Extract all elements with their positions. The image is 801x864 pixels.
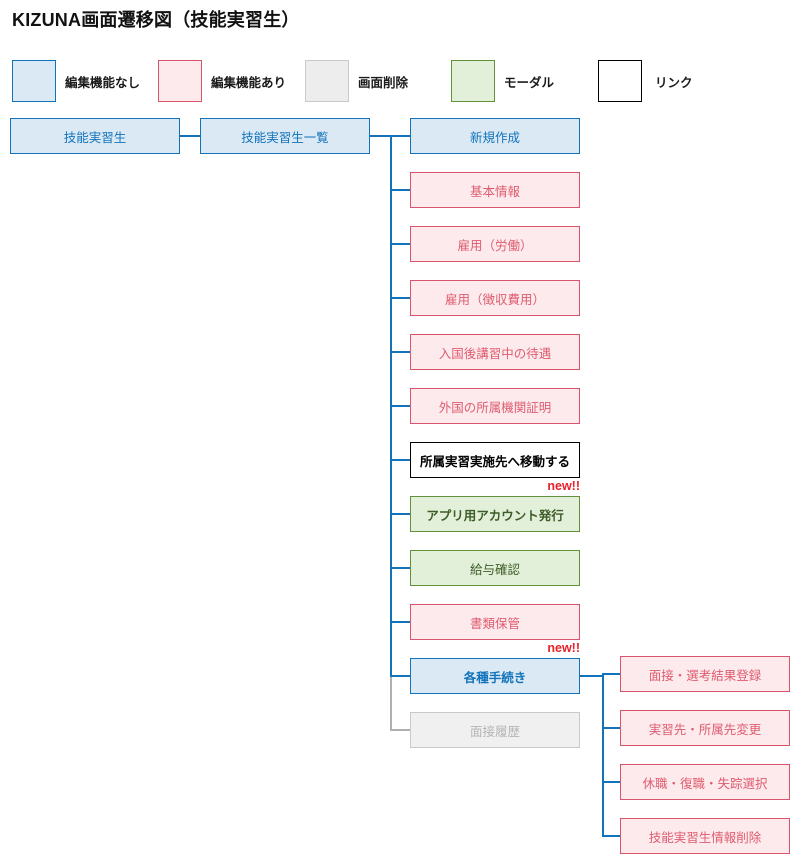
connector-line [602, 727, 620, 729]
connector-line [390, 189, 410, 191]
node-grandchild-1[interactable]: 実習先・所属先変更 [620, 710, 790, 746]
connector-line [580, 675, 604, 677]
node-child-1[interactable]: 基本情報 [410, 172, 580, 208]
color-swatch-icon [305, 60, 349, 102]
node-child-11[interactable]: 面接履歴 [410, 712, 580, 748]
connector-line [390, 675, 392, 731]
connector-line [390, 459, 410, 461]
node-child-7[interactable]: アプリ用アカウント発行 [410, 496, 580, 532]
new-badge: new!! [547, 641, 580, 655]
legend-item-label: モーダル [504, 76, 555, 90]
color-swatch-icon [451, 60, 495, 102]
color-swatch-icon [158, 60, 202, 102]
legend-item-label: 画面削除 [358, 76, 409, 90]
legend-item-label: リンク [655, 76, 693, 90]
connector-line [390, 513, 410, 515]
new-badge: new!! [547, 479, 580, 493]
connector-line [602, 835, 620, 837]
connector-line [390, 621, 410, 623]
node-child-9[interactable]: 書類保管 [410, 604, 580, 640]
connector-line [602, 673, 620, 675]
connector-line [390, 351, 410, 353]
color-swatch-icon [12, 60, 56, 102]
node-root[interactable]: 技能実習生 [10, 118, 180, 154]
node-child-4[interactable]: 入国後講習中の待遇 [410, 334, 580, 370]
legend-item-label: 編集機能あり [211, 76, 287, 90]
node-child-0[interactable]: 新規作成 [410, 118, 580, 154]
node-child-10[interactable]: 各種手続き [410, 658, 580, 694]
node-grandchild-3[interactable]: 技能実習生情報削除 [620, 818, 790, 854]
connector-line [390, 675, 410, 677]
node-grandchild-0[interactable]: 面接・選考結果登録 [620, 656, 790, 692]
connector-line [180, 135, 200, 137]
connector-line [390, 243, 410, 245]
node-child-2[interactable]: 雇用（労働） [410, 226, 580, 262]
node-child-5[interactable]: 外国の所属機関証明 [410, 388, 580, 424]
connector-line [390, 567, 410, 569]
connector-line [390, 297, 410, 299]
connector-line [602, 781, 620, 783]
connector-line [390, 729, 410, 731]
legend-item-label: 編集機能なし [65, 76, 141, 90]
page-title: KIZUNA画面遷移図（技能実習生） [12, 10, 300, 30]
connector-line [390, 405, 410, 407]
node-list[interactable]: 技能実習生一覧 [200, 118, 370, 154]
connector-line [602, 673, 604, 837]
node-child-3[interactable]: 雇用（徴収費用） [410, 280, 580, 316]
node-child-8[interactable]: 給与確認 [410, 550, 580, 586]
node-grandchild-2[interactable]: 休職・復職・失踪選択 [620, 764, 790, 800]
color-swatch-icon [598, 60, 642, 102]
node-child-6[interactable]: 所属実習実施先へ移動する [410, 442, 580, 478]
